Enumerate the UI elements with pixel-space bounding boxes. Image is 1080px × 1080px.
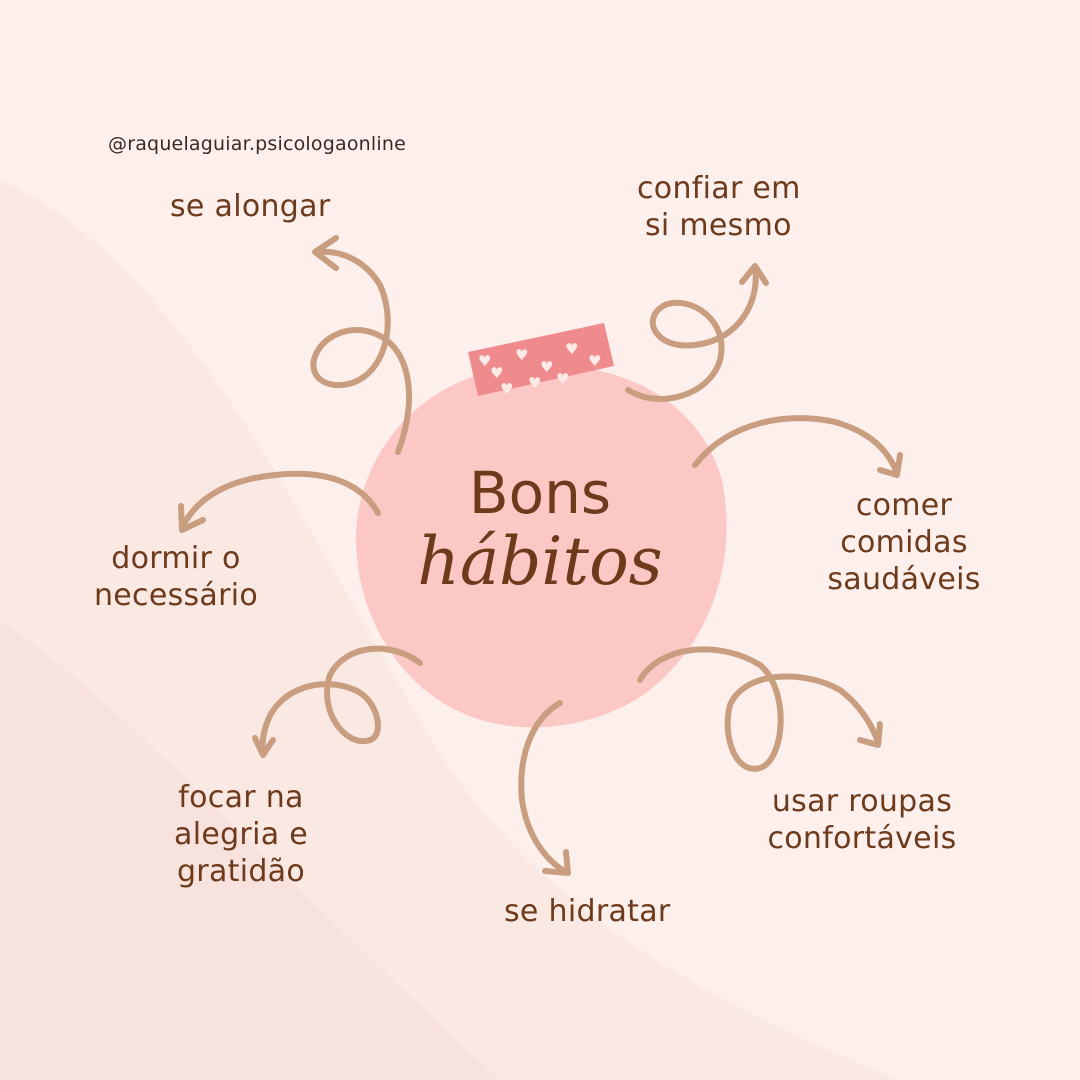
central-title: Bons hábitos xyxy=(385,458,695,600)
arrow-focar xyxy=(252,645,423,758)
habit-se-alongar: se alongar xyxy=(170,189,331,224)
arrow-comer xyxy=(692,415,903,478)
arrow-dormir xyxy=(178,470,381,533)
habit-focar-na-alegria: focar na alegria e gratidão xyxy=(174,780,308,889)
svg-text:♥: ♥ xyxy=(528,374,541,392)
title-line-bons: Bons xyxy=(468,459,612,527)
arrow-confiar xyxy=(625,263,769,402)
svg-text:♥: ♥ xyxy=(565,340,578,358)
habit-usar-roupas-confortaveis: usar roupas confortáveis xyxy=(767,784,957,856)
habit-confiar-em-si-mesmo: confiar em si mesmo xyxy=(637,171,801,243)
arrow-roupas xyxy=(637,646,883,772)
arrow-se-alongar xyxy=(310,235,412,455)
svg-text:♥: ♥ xyxy=(490,364,503,382)
arrow-hidratar xyxy=(518,700,571,876)
washi-tape: ♥♥♥ ♥♥♥ ♥♥♥ xyxy=(468,323,614,398)
svg-text:♥: ♥ xyxy=(478,352,491,370)
watercolor-wash-lower xyxy=(0,620,500,1080)
instagram-handle: @raquelaguiar.psicologaonline xyxy=(108,133,406,155)
title-line-habitos: hábitos xyxy=(417,523,663,600)
svg-text:♥: ♥ xyxy=(556,370,569,388)
svg-text:♥: ♥ xyxy=(500,380,513,398)
habit-comer-comidas-saudaveis: comer comidas saudáveis xyxy=(827,488,981,597)
center-circle xyxy=(355,364,727,728)
watercolor-wash xyxy=(0,180,900,1080)
svg-text:♥: ♥ xyxy=(540,358,553,376)
habit-dormir-o-necessario: dormir o necessário xyxy=(93,541,259,613)
habit-se-hidratar: se hidratar xyxy=(504,894,671,929)
svg-text:♥: ♥ xyxy=(515,346,528,364)
svg-text:♥: ♥ xyxy=(588,352,601,370)
